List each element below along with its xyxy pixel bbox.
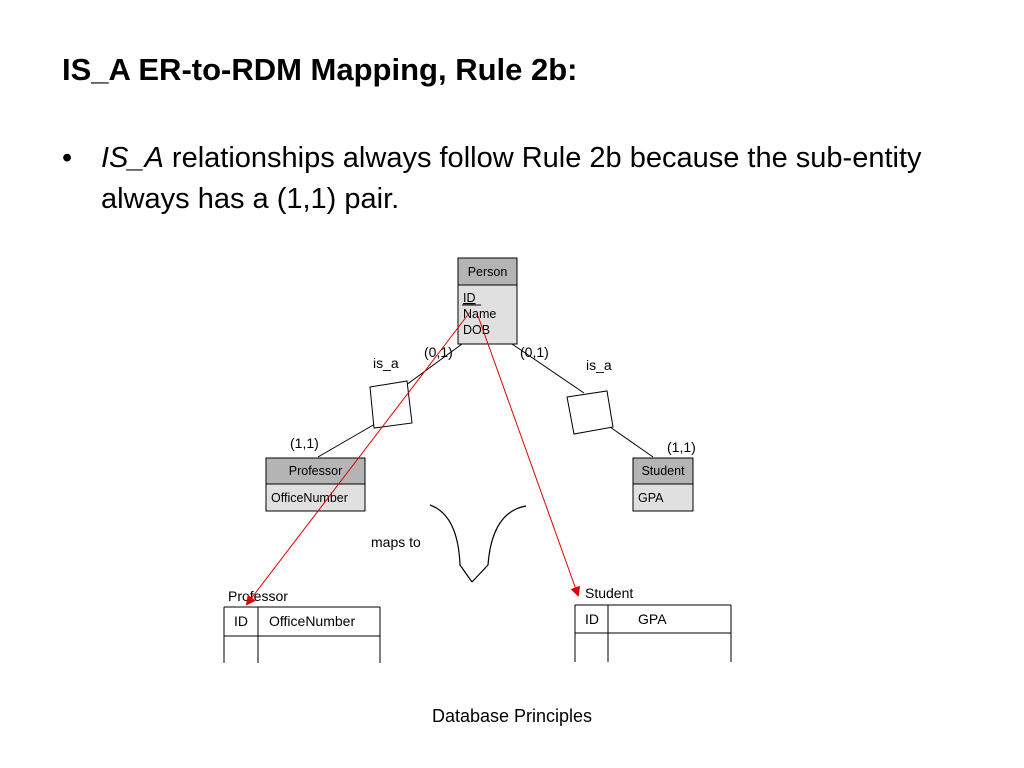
slide-footer: Database Principles — [431, 706, 593, 726]
entity-student: Student GPA — [632, 457, 694, 512]
table-student-name: Student — [585, 585, 633, 601]
entity-person-attr-name: Name — [463, 307, 496, 321]
connector-left-isa-to-professor — [317, 423, 376, 458]
entity-person-attr-dob: DOB — [463, 323, 490, 337]
cardinality-left-parent: (0,1) — [424, 344, 453, 360]
connector-right-isa-to-student — [609, 426, 654, 458]
relationship-right-isa-shape — [566, 390, 614, 435]
maps-to-symbol — [429, 504, 527, 583]
maps-to-label: maps to — [371, 534, 421, 550]
entity-professor-attr-officenumber: OfficeNumber — [271, 491, 348, 505]
cardinality-right-parent: (0,1) — [520, 344, 549, 360]
table-professor-col-officenumber: OfficeNumber — [269, 613, 355, 629]
slide-title: IS_A ER-to-RDM Mapping, Rule 2b: — [62, 52, 578, 87]
entity-professor: Professor OfficeNumber — [265, 457, 366, 512]
maps-to-right-curve — [471, 505, 527, 583]
relationship-left-isa-label: is_a — [373, 355, 399, 371]
entity-person-attr-id: ID — [463, 291, 476, 305]
mapping-arrow-to-professor-table — [245, 311, 471, 606]
connector-person-to-left-isa — [401, 343, 463, 389]
relationship-left-isa-shape — [369, 380, 413, 429]
relationship-right-isa-label: is_a — [586, 357, 612, 373]
entity-person: Person ID Name DOB — [457, 257, 518, 345]
cardinality-left-child: (1,1) — [290, 435, 319, 451]
entity-person-title: Person — [468, 265, 508, 279]
entity-student-attr-gpa: GPA — [638, 491, 664, 505]
table-student-col-gpa: GPA — [638, 611, 667, 627]
bullet-body: relationships always follow Rule 2b beca… — [101, 142, 922, 215]
table-student: Student ID GPA — [574, 585, 732, 662]
cardinality-right-child: (1,1) — [667, 439, 696, 455]
entity-professor-body — [265, 483, 366, 512]
table-professor: Professor ID OfficeNumber — [223, 588, 381, 663]
table-student-col-id: ID — [585, 611, 599, 627]
table-professor-name: Professor — [228, 588, 288, 604]
entity-person-body — [457, 284, 518, 345]
maps-to-left-curve — [429, 504, 473, 583]
entity-student-header — [632, 457, 694, 485]
entity-student-body — [632, 483, 694, 512]
connector-person-to-right-isa — [511, 343, 585, 394]
bullet-symbol: • — [62, 142, 73, 174]
table-professor-col-id: ID — [234, 613, 248, 629]
bullet-text: IS_A relationships always follow Rule 2b… — [101, 138, 961, 220]
entity-professor-title: Professor — [289, 464, 343, 478]
entity-student-title: Student — [641, 464, 685, 478]
mapping-arrow-to-student-table — [477, 315, 581, 597]
bullet-emphasis: IS_A — [101, 142, 164, 174]
